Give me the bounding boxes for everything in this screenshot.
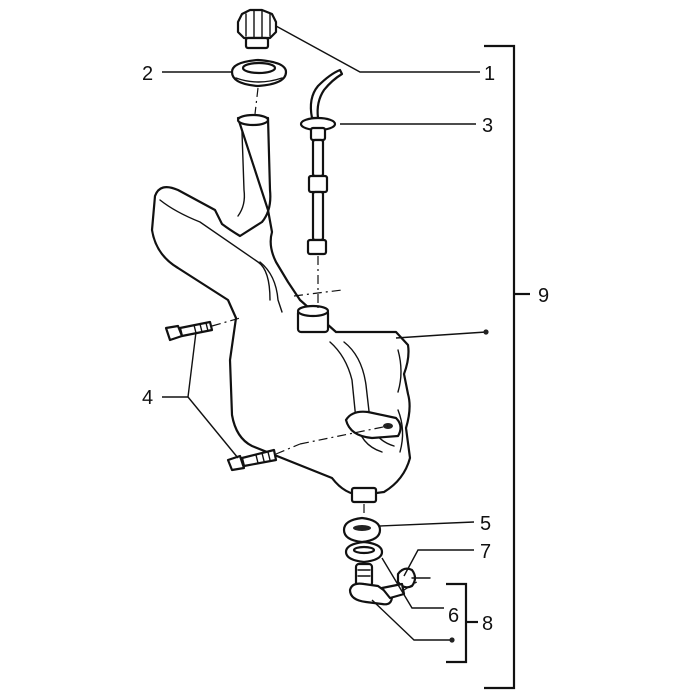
- outlet-fitting: [348, 562, 406, 606]
- callout-4: 4: [142, 387, 153, 409]
- seal-gasket: [230, 58, 288, 88]
- filler-cap: [236, 8, 278, 50]
- seal-washer: [342, 516, 382, 544]
- assembly-axes: [211, 87, 421, 591]
- callout-1: 1: [484, 63, 495, 85]
- bracket-8: [446, 582, 478, 664]
- oil-tank: [150, 113, 412, 504]
- callout-3: 3: [482, 115, 493, 137]
- level-tube-assembly: [299, 68, 344, 256]
- bracket-9: [484, 44, 530, 690]
- mounting-bolt-lower: [226, 448, 278, 472]
- o-ring: [344, 540, 384, 564]
- mounting-bolt-upper: [164, 320, 214, 342]
- leader-lines: [162, 25, 489, 643]
- callout-5: 5: [480, 513, 491, 535]
- callout-6: 6: [448, 605, 459, 627]
- callout-8: 8: [482, 613, 493, 635]
- callout-9: 9: [538, 285, 549, 307]
- callout-7: 7: [480, 541, 491, 563]
- callout-2: 2: [142, 63, 153, 85]
